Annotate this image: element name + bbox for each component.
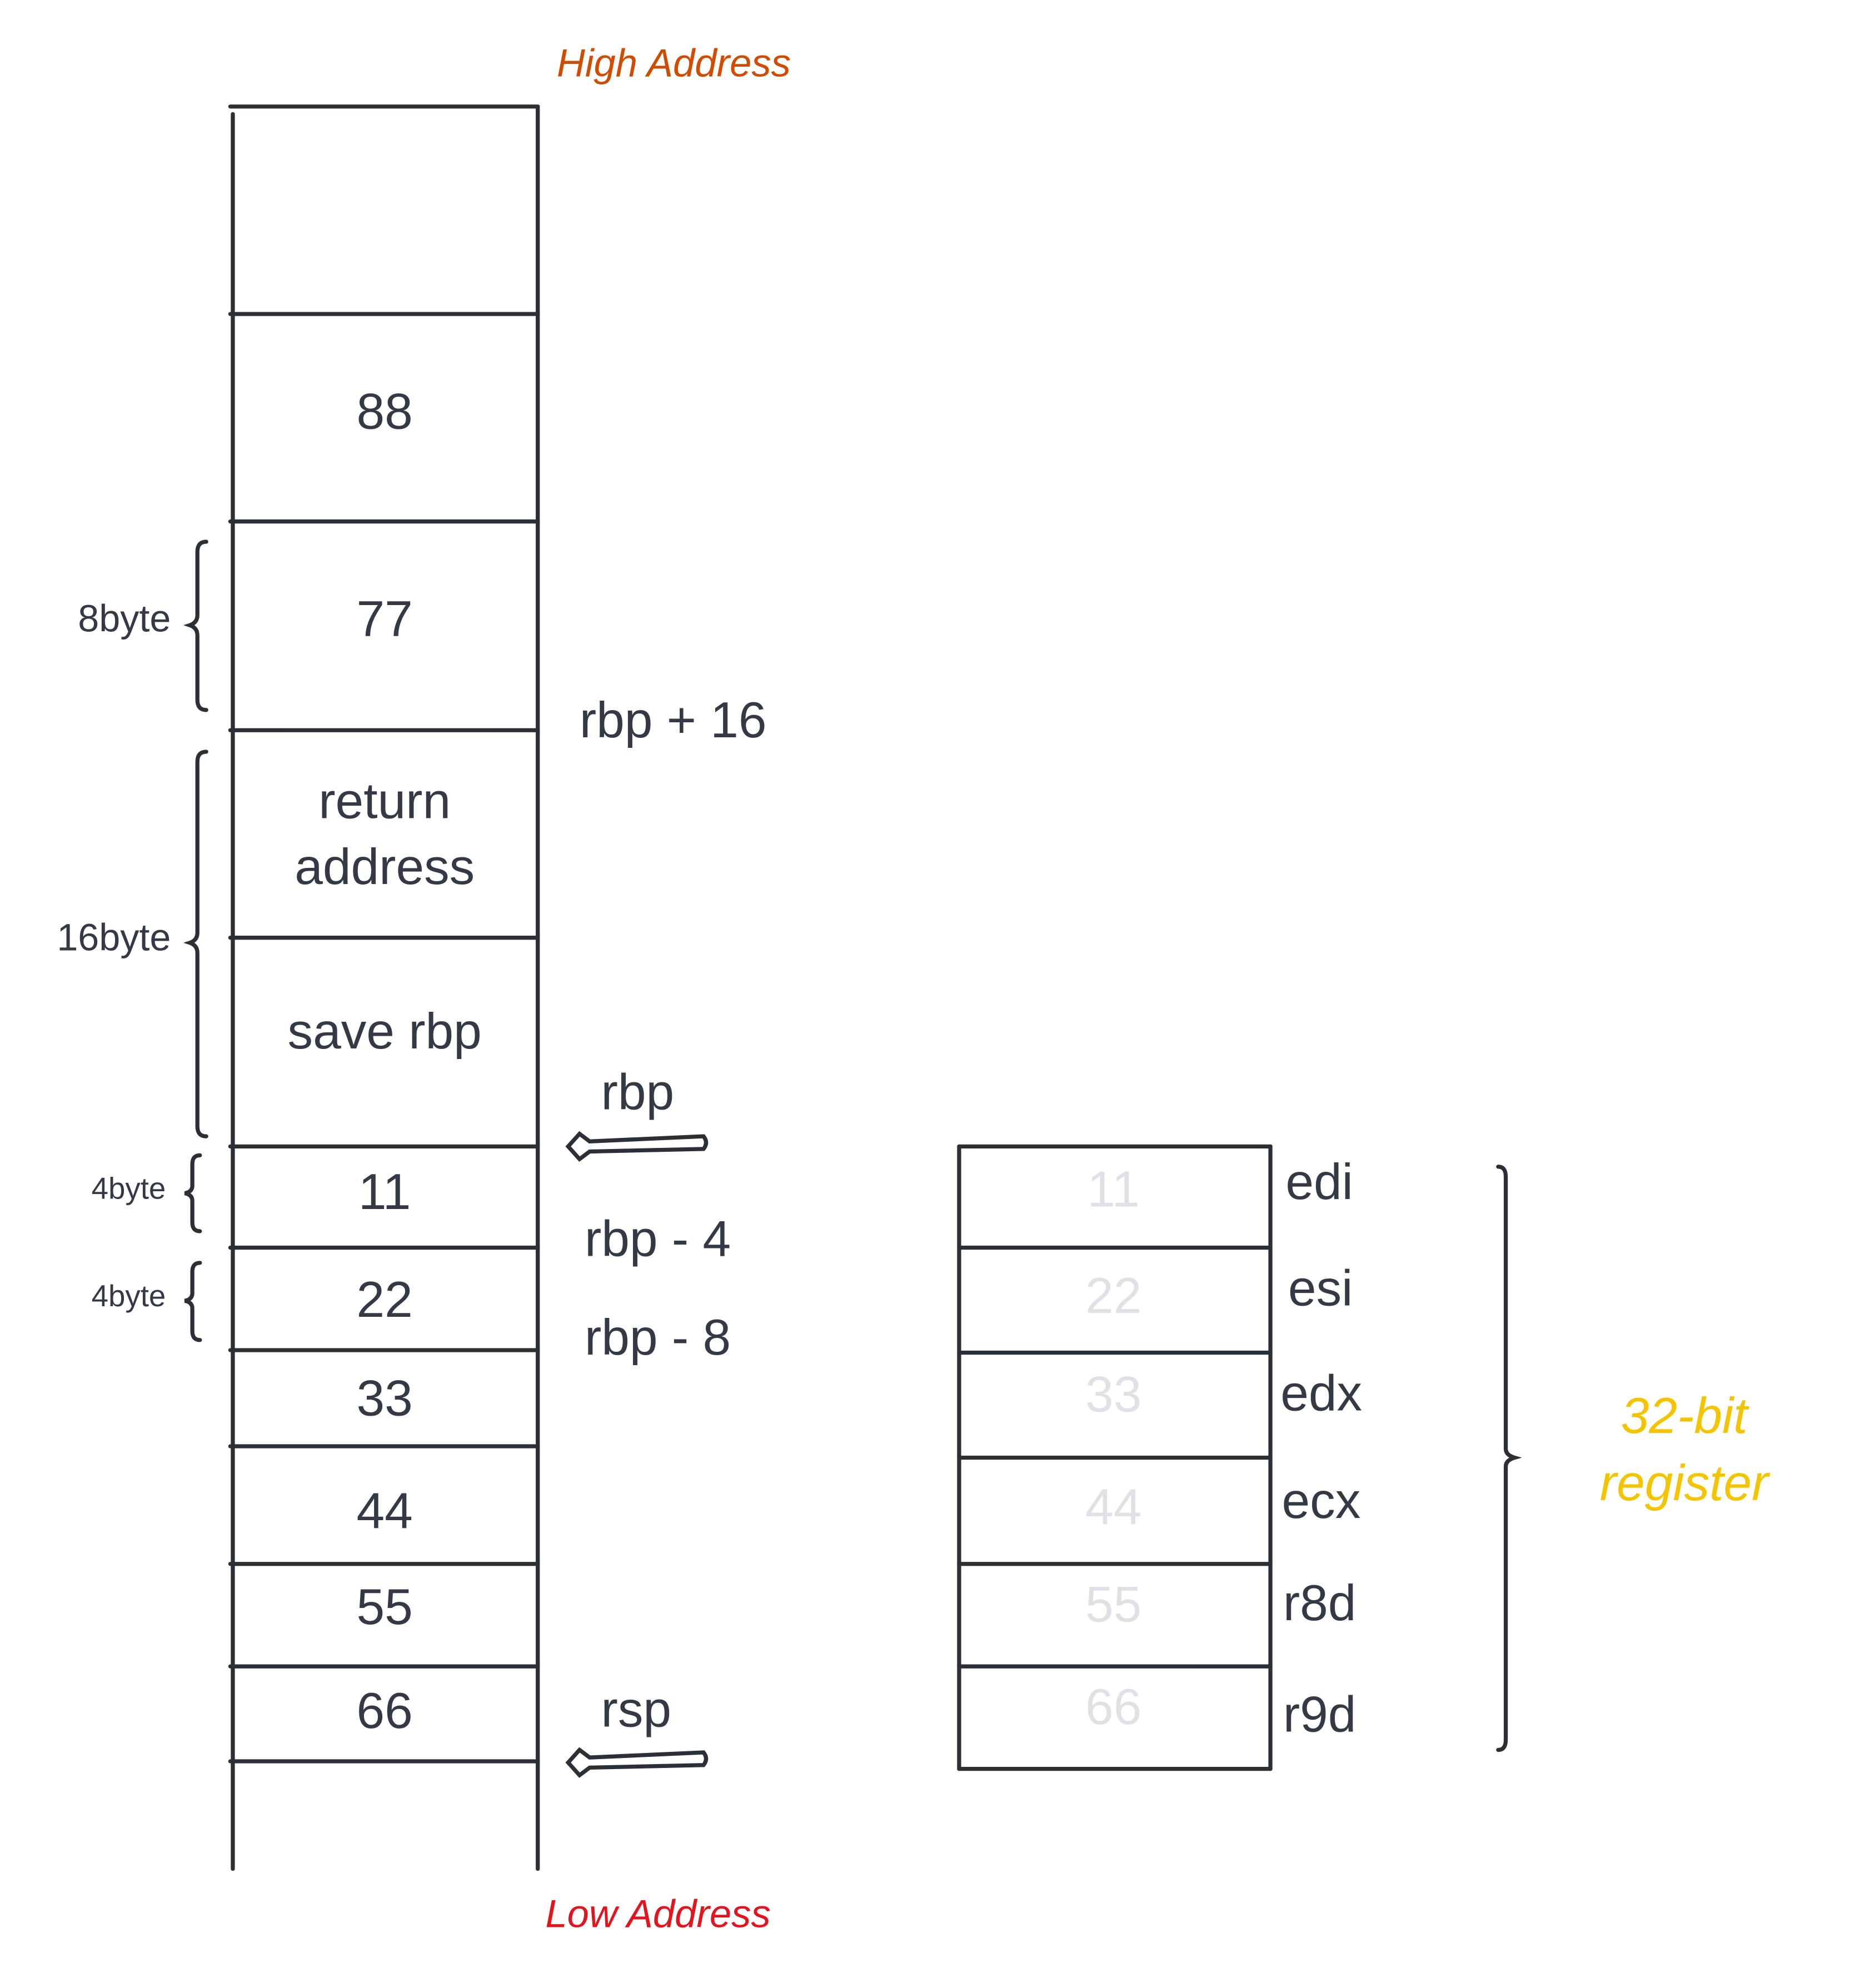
register-value: 55 — [1085, 1577, 1141, 1633]
stack-cell-77: 77 — [357, 591, 413, 647]
register-name-edi: edi — [1285, 1154, 1353, 1210]
register-name-r9d: r9d — [1283, 1687, 1357, 1743]
stack-cell-88: 88 — [357, 383, 413, 439]
stack-cell-55: 55 — [357, 1579, 413, 1635]
register-name-r8d: r8d — [1283, 1575, 1357, 1631]
register-value: 11 — [1087, 1162, 1140, 1218]
register-name-ecx: ecx — [1282, 1473, 1361, 1529]
register-note-line1: 32-bit — [1621, 1388, 1749, 1444]
register-value: 33 — [1085, 1367, 1141, 1423]
pointer-rbp-minus-8: rbp - 8 — [585, 1310, 731, 1366]
stack-cell-33: 33 — [357, 1370, 413, 1426]
brace-4byte-2 — [184, 1261, 202, 1342]
register-table — [957, 1144, 1273, 1771]
brace-16byte — [183, 750, 208, 1138]
register-value: 22 — [1085, 1268, 1141, 1324]
register-note-line2: register — [1600, 1455, 1771, 1511]
stack-cell-save-rbp: save rbp — [288, 1003, 482, 1060]
register-value: 44 — [1085, 1479, 1141, 1535]
high-address-label: High Address — [557, 41, 791, 85]
rbp-arrow-icon — [565, 1131, 709, 1162]
brace-4byte-1 — [184, 1153, 202, 1233]
rsp-arrow-icon — [565, 1747, 709, 1778]
stack-cell-44: 44 — [357, 1483, 413, 1539]
stack-cell-22: 22 — [357, 1272, 413, 1328]
pointer-rbp: rbp — [601, 1064, 675, 1120]
size-label-8byte: 8byte — [78, 597, 171, 640]
brace-8byte — [183, 540, 208, 712]
size-label-16byte: 16byte — [57, 916, 171, 958]
pointer-rsp: rsp — [601, 1682, 672, 1738]
stack-cell-return-address-1: return — [318, 773, 451, 830]
register-name-edx: edx — [1280, 1365, 1362, 1421]
low-address-label: Low Address — [545, 1892, 770, 1936]
register-name-esi: esi — [1288, 1260, 1353, 1316]
size-label-4byte-1: 4byte — [92, 1172, 166, 1206]
size-label-4byte-2: 4byte — [92, 1279, 166, 1313]
pointer-rbp-plus-16: rbp + 16 — [580, 692, 767, 748]
stack-cell-11: 11 — [358, 1164, 411, 1220]
stack-cell-return-address-2: address — [295, 839, 475, 895]
register-brace — [1496, 1165, 1522, 1752]
stack-frame — [228, 104, 540, 1871]
pointer-rbp-minus-4: rbp - 4 — [585, 1211, 731, 1267]
stack-cell-66: 66 — [357, 1683, 413, 1739]
register-value: 66 — [1085, 1679, 1141, 1735]
